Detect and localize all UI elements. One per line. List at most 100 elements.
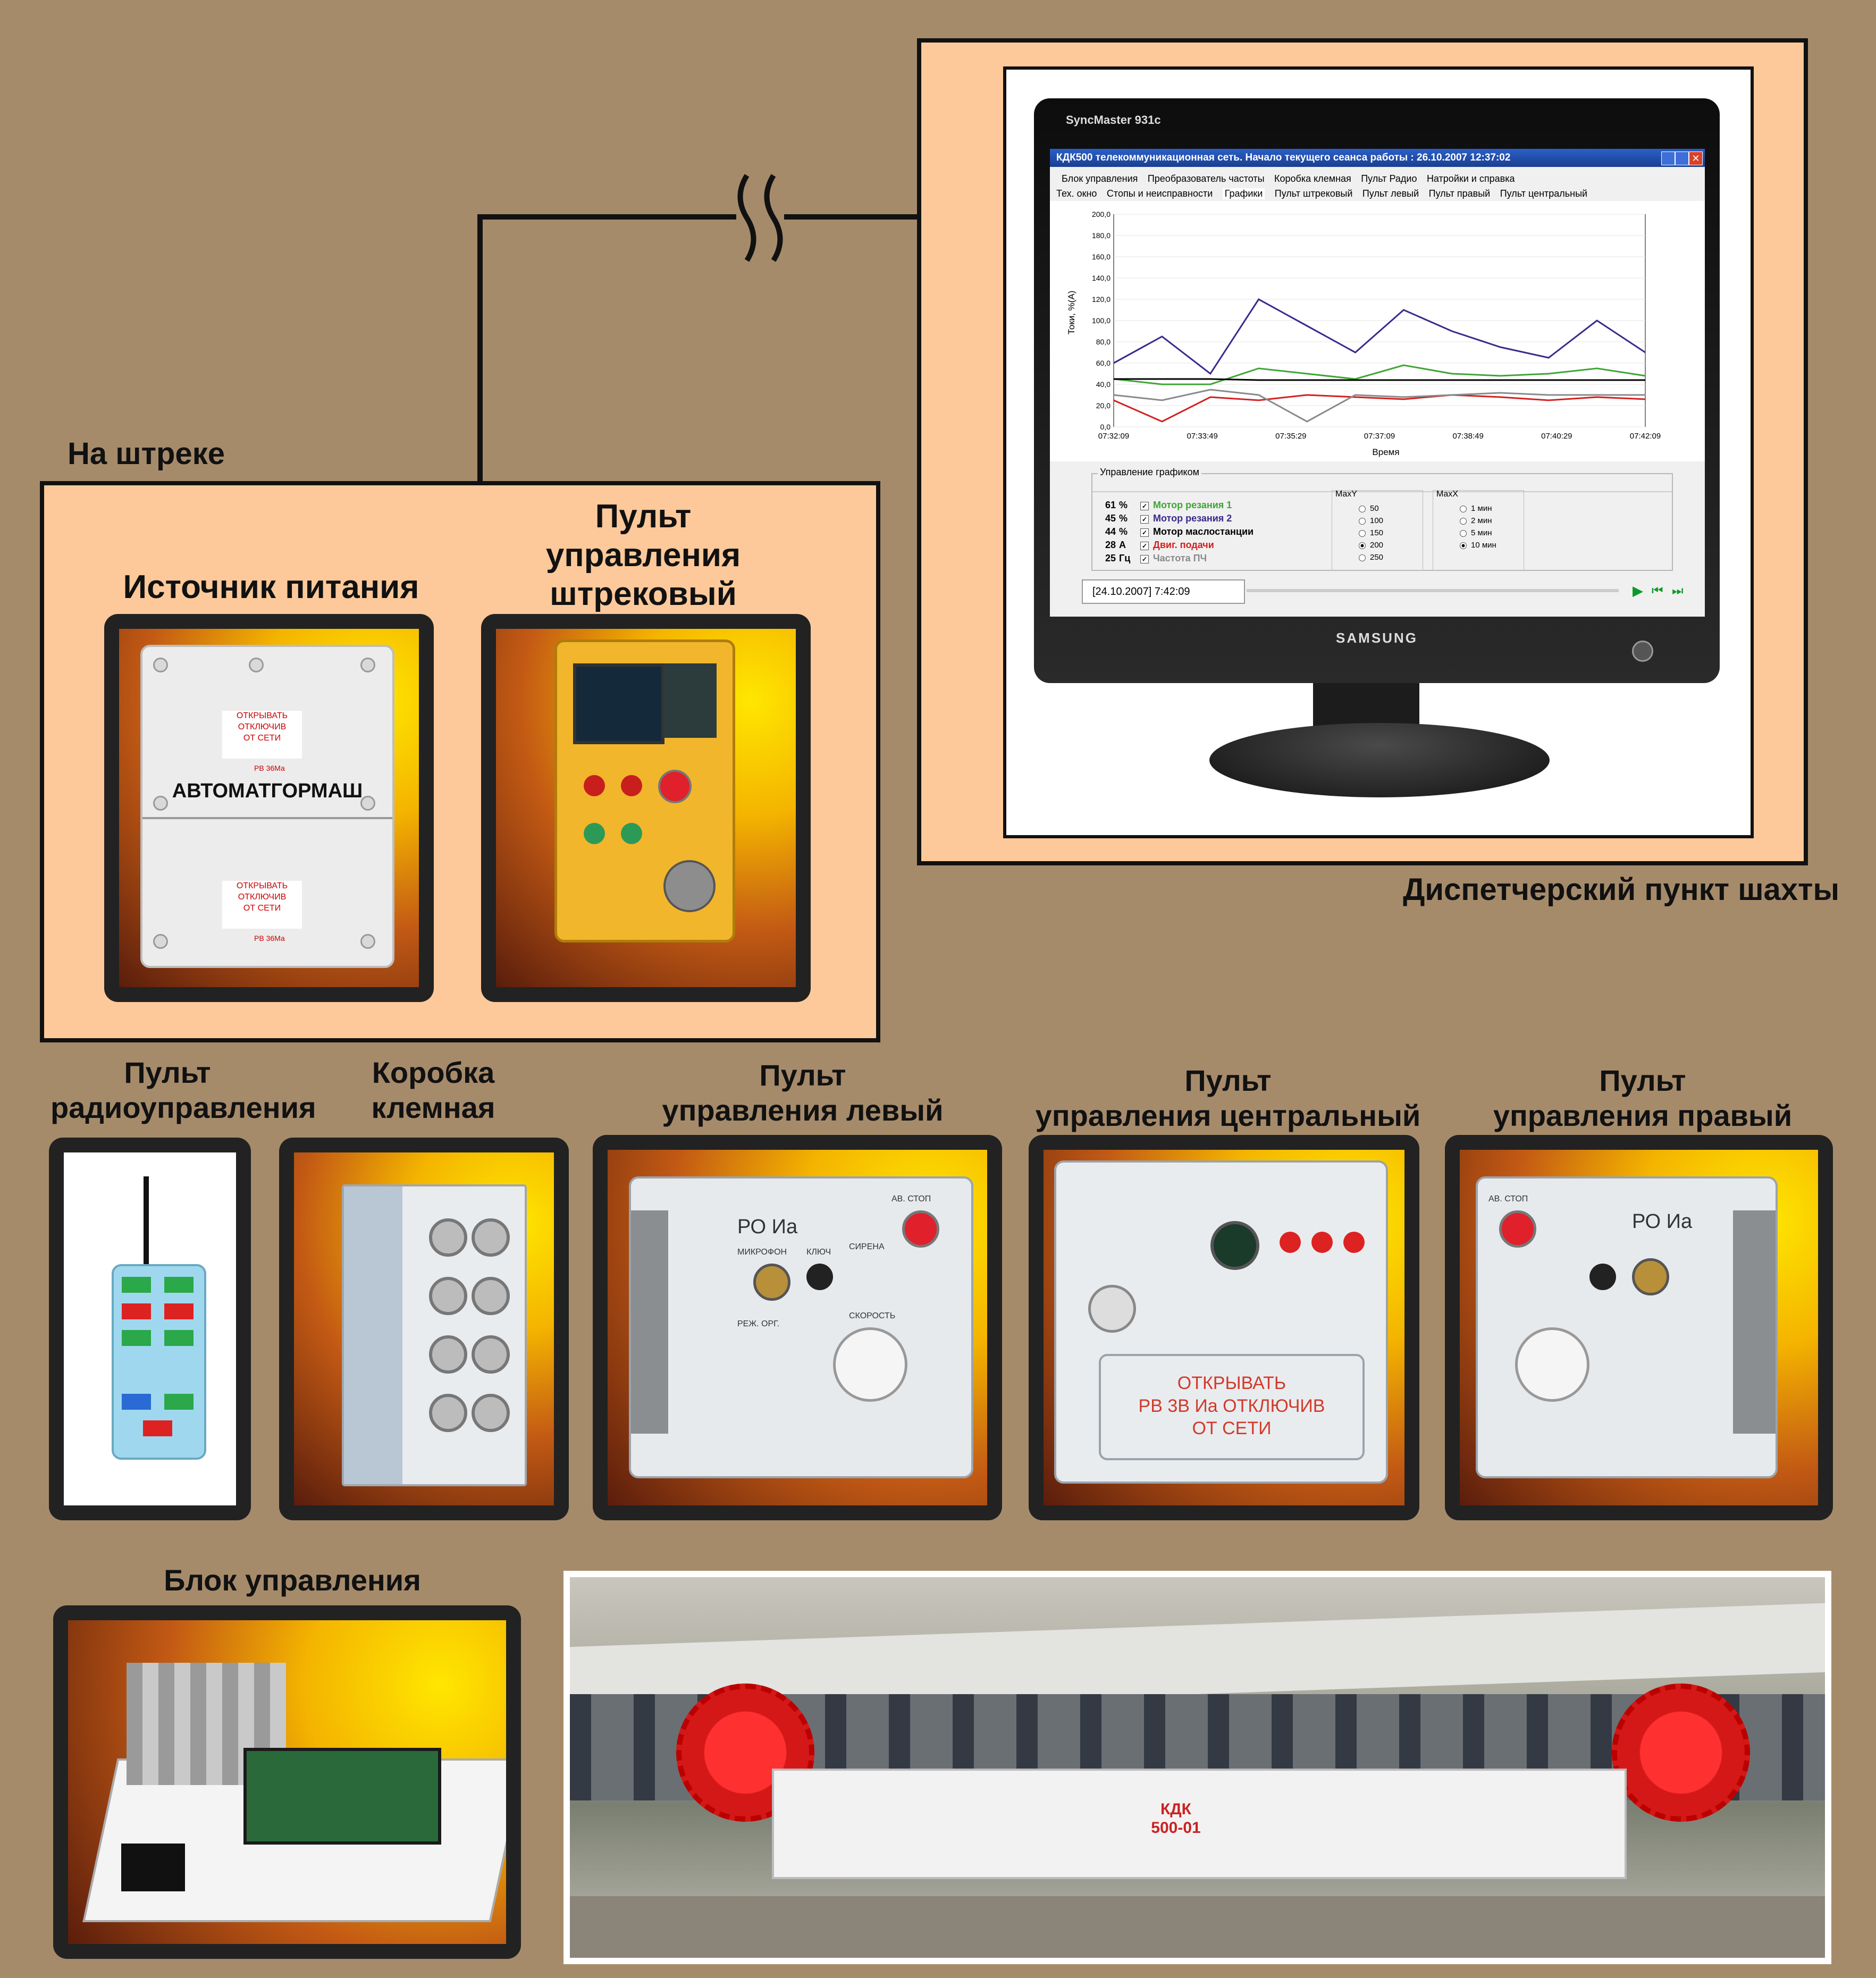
maxy-title: MaxY (1335, 490, 1357, 499)
tab-center-panel[interactable]: Пульт центральный (1500, 188, 1588, 199)
checkbox-icon[interactable]: ✓ (1140, 555, 1149, 563)
timeline-slider[interactable] (1247, 589, 1619, 592)
series-line-4 (1113, 389, 1645, 423)
tab-charts[interactable]: Графики (1222, 188, 1265, 199)
radio-icon[interactable] (1359, 517, 1366, 525)
play-icon[interactable]: ▶ (1633, 583, 1643, 599)
roadway-panel-keypad (663, 663, 717, 738)
maxx-option-label: 1 мин (1471, 504, 1492, 513)
tabs-row2: Тех. окно Стопы и неисправности Графики … (1056, 188, 1595, 199)
maxy-option[interactable]: 250 (1359, 551, 1383, 563)
key-switch-icon (806, 1264, 833, 1290)
radio-icon[interactable] (1460, 505, 1467, 512)
legend-unit: % (1119, 513, 1128, 524)
left-panel-housing: РО Иа АВ. СТОП СИРЕНА МИКРОФОН КЛЮЧ РЕЖ.… (629, 1176, 973, 1478)
maxy-option[interactable]: 200 (1359, 539, 1383, 551)
current-chart: 0,020,040,060,080,0100,0120,0140,0160,01… (1050, 201, 1705, 461)
monitor-model: SyncMaster 931c (1066, 113, 1161, 127)
terminal-box-tile (279, 1138, 569, 1520)
checkbox-icon[interactable]: ✓ (1140, 502, 1149, 510)
left-panel-photo: РО Иа АВ. СТОП СИРЕНА МИКРОФОН КЛЮЧ РЕЖ.… (608, 1150, 987, 1505)
tab-right-panel[interactable]: Пульт правый (1428, 188, 1491, 199)
legend-row[interactable]: 45%✓Мотор резания 2 (1098, 512, 1332, 525)
tab-roadway-panel[interactable]: Пульт штрековый (1274, 188, 1353, 199)
series-line-2 (1114, 378, 1645, 381)
right-panel-housing: АВ. СТОП РО Иа (1476, 1176, 1778, 1478)
right-cutting-drum (1612, 1684, 1750, 1822)
right-panel-photo: АВ. СТОП РО Иа (1460, 1150, 1818, 1505)
x-tick-label: 07:38:49 (1452, 432, 1483, 441)
legend-name: Мотор маслостанции (1153, 526, 1254, 537)
tabs-row1: Блок управления Преобразователь частоты … (1062, 173, 1522, 184)
close-icon[interactable]: ✕ (1689, 151, 1703, 165)
tab-terminal-box[interactable]: Коробка клемная (1274, 173, 1351, 184)
minimize-button[interactable] (1661, 151, 1675, 165)
legend-name: Частота ПЧ (1153, 553, 1207, 563)
y-tick-label: 140,0 (1092, 274, 1111, 282)
legend-unit: А (1119, 540, 1126, 550)
radio-icon[interactable] (1460, 517, 1467, 525)
maxx-option-label: 5 мин (1471, 528, 1492, 537)
maxy-option-label: 100 (1370, 516, 1384, 525)
status-time: [24.10.2007] 7:42:09 (1082, 579, 1245, 604)
checkbox-icon[interactable]: ✓ (1140, 515, 1149, 524)
x-tick-label: 07:32:09 (1098, 432, 1129, 441)
left-stop-button (902, 1210, 939, 1248)
tab-frequency-converter[interactable]: Преобразователь частоты (1147, 173, 1265, 184)
microphone-icon (753, 1264, 790, 1301)
radio-icon[interactable] (1359, 554, 1366, 561)
window-titlebar: КДК500 телекоммуникационная сеть. Начало… (1050, 149, 1705, 167)
chart-scroll[interactable] (1092, 484, 1672, 492)
center-panel-housing: ОТКРЫВАТЬ РВ 3В Иа ОТКЛЮЧИВ ОТ СЕТИ (1054, 1160, 1388, 1484)
tab-stops-faults[interactable]: Стопы и неисправности (1106, 188, 1213, 199)
maxx-option[interactable]: 2 мин (1460, 515, 1496, 527)
radio-icon[interactable] (1460, 529, 1467, 537)
y-tick-label: 60,0 (1096, 359, 1111, 367)
power-button-icon (1632, 641, 1653, 662)
maxx-option[interactable]: 1 мин (1460, 502, 1496, 515)
forward-icon[interactable]: ⏭ (1672, 584, 1684, 598)
maxy-option[interactable]: 100 (1359, 515, 1383, 527)
tab-radio-panel[interactable]: Пульт Радио (1361, 173, 1417, 184)
rewind-icon[interactable]: ⏮ (1652, 584, 1663, 598)
left-panel-siren: СИРЕНА (849, 1242, 885, 1251)
tab-control-unit[interactable]: Блок управления (1062, 173, 1138, 184)
tab-tech-window[interactable]: Тех. окно (1056, 188, 1097, 199)
checkbox-icon[interactable]: ✓ (1140, 528, 1149, 537)
radio-icon[interactable] (1359, 542, 1366, 549)
maxx-option[interactable]: 5 мин (1460, 527, 1496, 539)
legend-row[interactable]: 61%✓Мотор резания 1 (1098, 499, 1332, 512)
radio-icon[interactable] (1359, 505, 1366, 512)
maxx-option[interactable]: 10 мин (1460, 539, 1496, 551)
tab-left-panel[interactable]: Пульт левый (1362, 188, 1419, 199)
dispatch-title: Диспетчерский пункт шахты (1403, 872, 1839, 907)
maxy-option[interactable]: 150 (1359, 527, 1383, 539)
roadway-panel-speaker (663, 860, 716, 912)
checkbox-icon[interactable]: ✓ (1140, 542, 1149, 550)
tab-settings[interactable]: Натройки и справка (1426, 173, 1515, 184)
right-panel-rating: РО Иа (1632, 1210, 1693, 1233)
radio-icon[interactable] (1359, 529, 1366, 537)
right-key-switch-icon (1589, 1264, 1616, 1290)
control-unit-tile (53, 1605, 521, 1959)
maxy-option-label: 150 (1370, 528, 1384, 537)
legend-row[interactable]: 44%✓Мотор маслостанции (1098, 525, 1332, 538)
chart-ylabel: Токи, %(А) (1066, 291, 1076, 335)
control-unit-photo (68, 1620, 506, 1944)
center-warning-plate: ОТКРЫВАТЬ РВ 3В Иа ОТКЛЮЧИВ ОТ СЕТИ (1099, 1354, 1365, 1460)
maxy-option[interactable]: 50 (1359, 502, 1383, 515)
maximize-button[interactable] (1675, 151, 1689, 165)
radio-remote (112, 1264, 206, 1460)
radio-panel-photo (64, 1152, 236, 1505)
legend-unit: % (1119, 526, 1128, 537)
radio-icon[interactable] (1460, 542, 1467, 549)
